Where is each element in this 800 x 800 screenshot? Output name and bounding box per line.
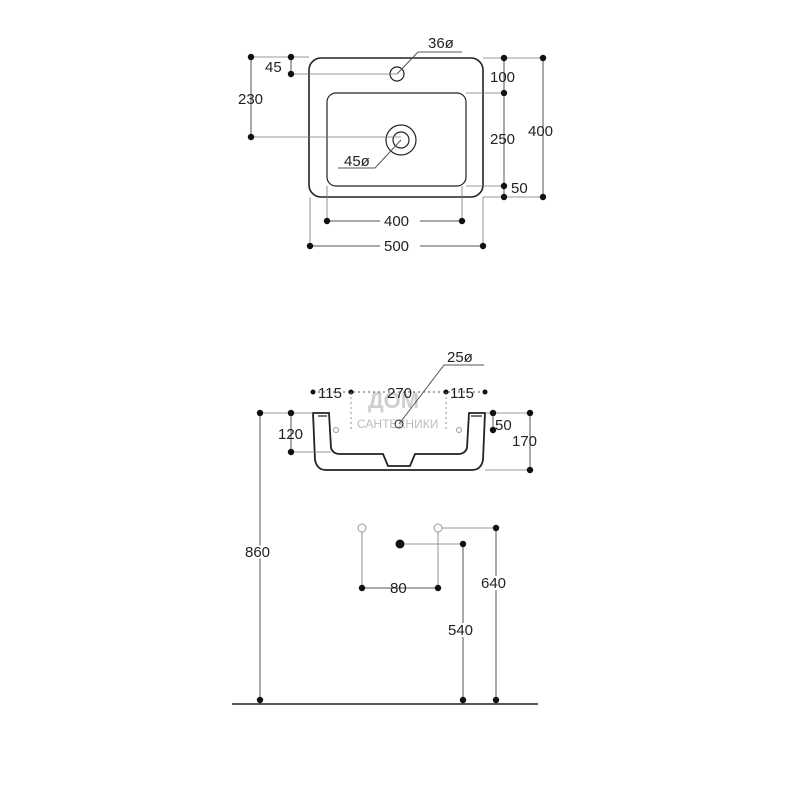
dim-drain-offset: 230: [238, 91, 263, 108]
dim-left-margin: 115: [318, 385, 342, 402]
dim-inner-width: 400: [384, 213, 409, 230]
supply-hole-right: [433, 523, 443, 533]
dim-overall-height: 170: [512, 433, 537, 450]
drain-point: [395, 539, 405, 549]
top-view: 36ø 45 230 45ø 100 250 50 400 400 500: [238, 35, 553, 255]
section-drain: [394, 419, 404, 429]
dim-center-span: 270: [387, 385, 412, 402]
dim-right-margin: 115: [450, 385, 474, 402]
dim-section-drain-diameter: 25ø: [447, 349, 473, 366]
dim-top-margin: 100: [490, 69, 515, 86]
dim-overall-width: 500: [384, 238, 409, 255]
dim-drain-height: 540: [448, 622, 473, 639]
dim-tap-hole-diameter: 36ø: [428, 35, 454, 52]
basin-outer-outline: [308, 57, 484, 198]
side-view: ДОМ САНТЕХНИКИ 25ø: [259, 349, 537, 474]
dim-supply-spacing: 80: [390, 580, 407, 597]
supply-hole-left: [357, 523, 367, 533]
dim-supply-height: 640: [481, 575, 506, 592]
dim-tap-hole-offset: 45: [265, 59, 282, 76]
basin-section-profile: [312, 412, 486, 471]
drain-hole-outer: [385, 124, 417, 156]
dim-overall-depth: 400: [528, 123, 553, 140]
basin-inner-bowl: [326, 92, 467, 187]
dim-basin-depth: 250: [490, 131, 515, 148]
dim-rim-height: 50: [495, 417, 512, 434]
dim-drain-diameter: 45ø: [344, 153, 370, 170]
watermark-line2: САНТЕХНИКИ: [357, 417, 438, 431]
drain-hole-inner: [392, 131, 410, 149]
dim-bottom-margin: 50: [511, 180, 528, 197]
dim-body-height: 120: [278, 426, 303, 443]
dim-rim-height-from-floor: 860: [245, 544, 270, 561]
installation-view: 860 80 640 540: [232, 409, 538, 705]
